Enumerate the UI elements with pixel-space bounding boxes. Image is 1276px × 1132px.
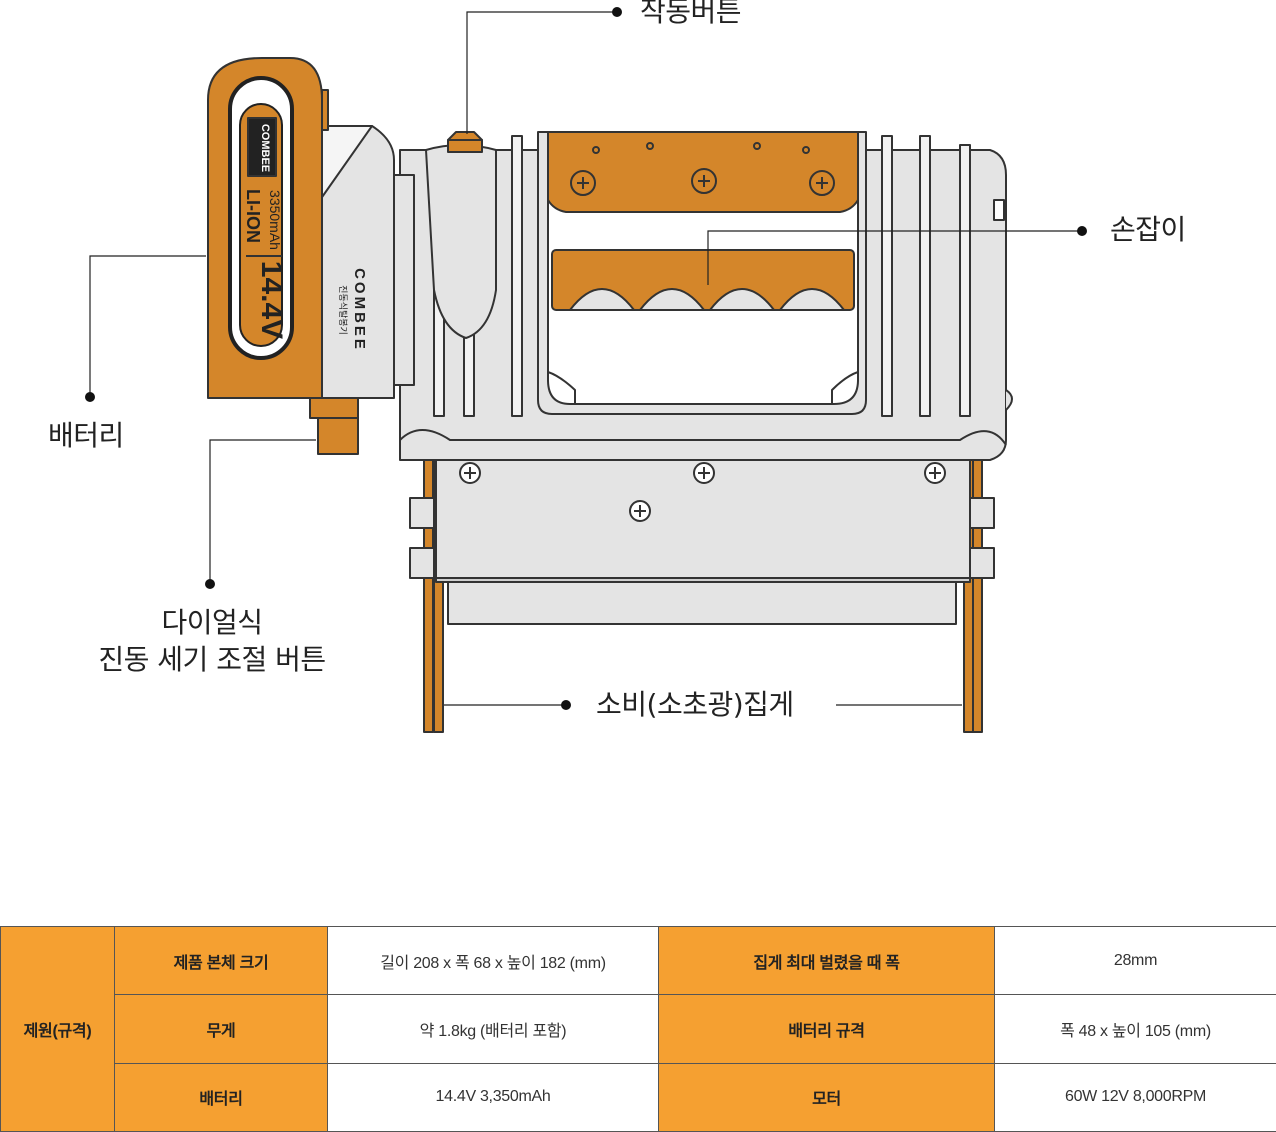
- callout-tongs: 소비(소초광)집게: [596, 688, 794, 721]
- product-diagram: COMBEE 3350mAh LI-ION 14.4V COMBEE 진동식탈봉…: [48, 0, 1186, 733]
- operation-button-illustration: [447, 139, 483, 153]
- spec-label: 모터: [658, 1062, 995, 1132]
- battery-capacity-print: 3350mAh: [267, 190, 283, 250]
- callout-dial-line1: 다이얼식: [161, 606, 263, 639]
- spec-label: 배터리 규격: [658, 994, 995, 1064]
- battery-type-print: LI-ION: [243, 189, 263, 243]
- spec-value: 28mm: [994, 925, 1276, 996]
- table-row: 무게 약 1.8kg (배터리 포함) 배터리 규격 폭 48 x 높이 105…: [1, 994, 1276, 1064]
- leader-lines: [89, 11, 1082, 706]
- table-row: 배터리 14.4V 3,350mAh 모터 60W 12V 8,000RPM: [1, 1062, 1276, 1132]
- callout-handle: 손잡이: [1110, 213, 1186, 246]
- spec-value: 약 1.8kg (배터리 포함): [327, 994, 659, 1064]
- battery-illustration: [207, 57, 329, 399]
- body-product-print: 진동식탈봉기: [338, 285, 348, 335]
- spec-value: 14.4V 3,350mAh: [327, 1062, 659, 1132]
- spec-label: 배터리: [114, 1062, 328, 1132]
- spec-label: 무게: [114, 994, 328, 1064]
- spec-label: 집게 최대 벌렸을 때 폭: [658, 925, 995, 996]
- battery-voltage-print: 14.4V: [255, 261, 288, 339]
- spec-value: 60W 12V 8,000RPM: [994, 1062, 1276, 1132]
- leader-dots: [85, 7, 1087, 710]
- product-illustration: COMBEE 3350mAh LI-ION 14.4V COMBEE 진동식탈봉…: [85, 7, 1087, 733]
- callout-operation-button: 작동버튼: [640, 0, 742, 28]
- spec-label: 제품 본체 크기: [114, 925, 328, 996]
- spec-value: 길이 208 x 폭 68 x 높이 182 (mm): [327, 925, 659, 996]
- dial-button-illustration: [309, 397, 359, 455]
- spec-value: 폭 48 x 높이 105 (mm): [994, 994, 1276, 1064]
- spec-group-label: 제원(규격): [0, 926, 115, 1132]
- callout-dial-line2: 진동 세기 조절 버튼: [98, 643, 326, 676]
- callout-battery: 배터리: [48, 419, 124, 452]
- battery-brand-print: COMBEE: [259, 124, 271, 172]
- table-row: 제원(규격) 제품 본체 크기 길이 208 x 폭 68 x 높이 182 (…: [0, 925, 1276, 1132]
- spec-table: 제원(규격) 제품 본체 크기 길이 208 x 폭 68 x 높이 182 (…: [0, 925, 1276, 1132]
- body-brand-print: COMBEE: [351, 268, 368, 352]
